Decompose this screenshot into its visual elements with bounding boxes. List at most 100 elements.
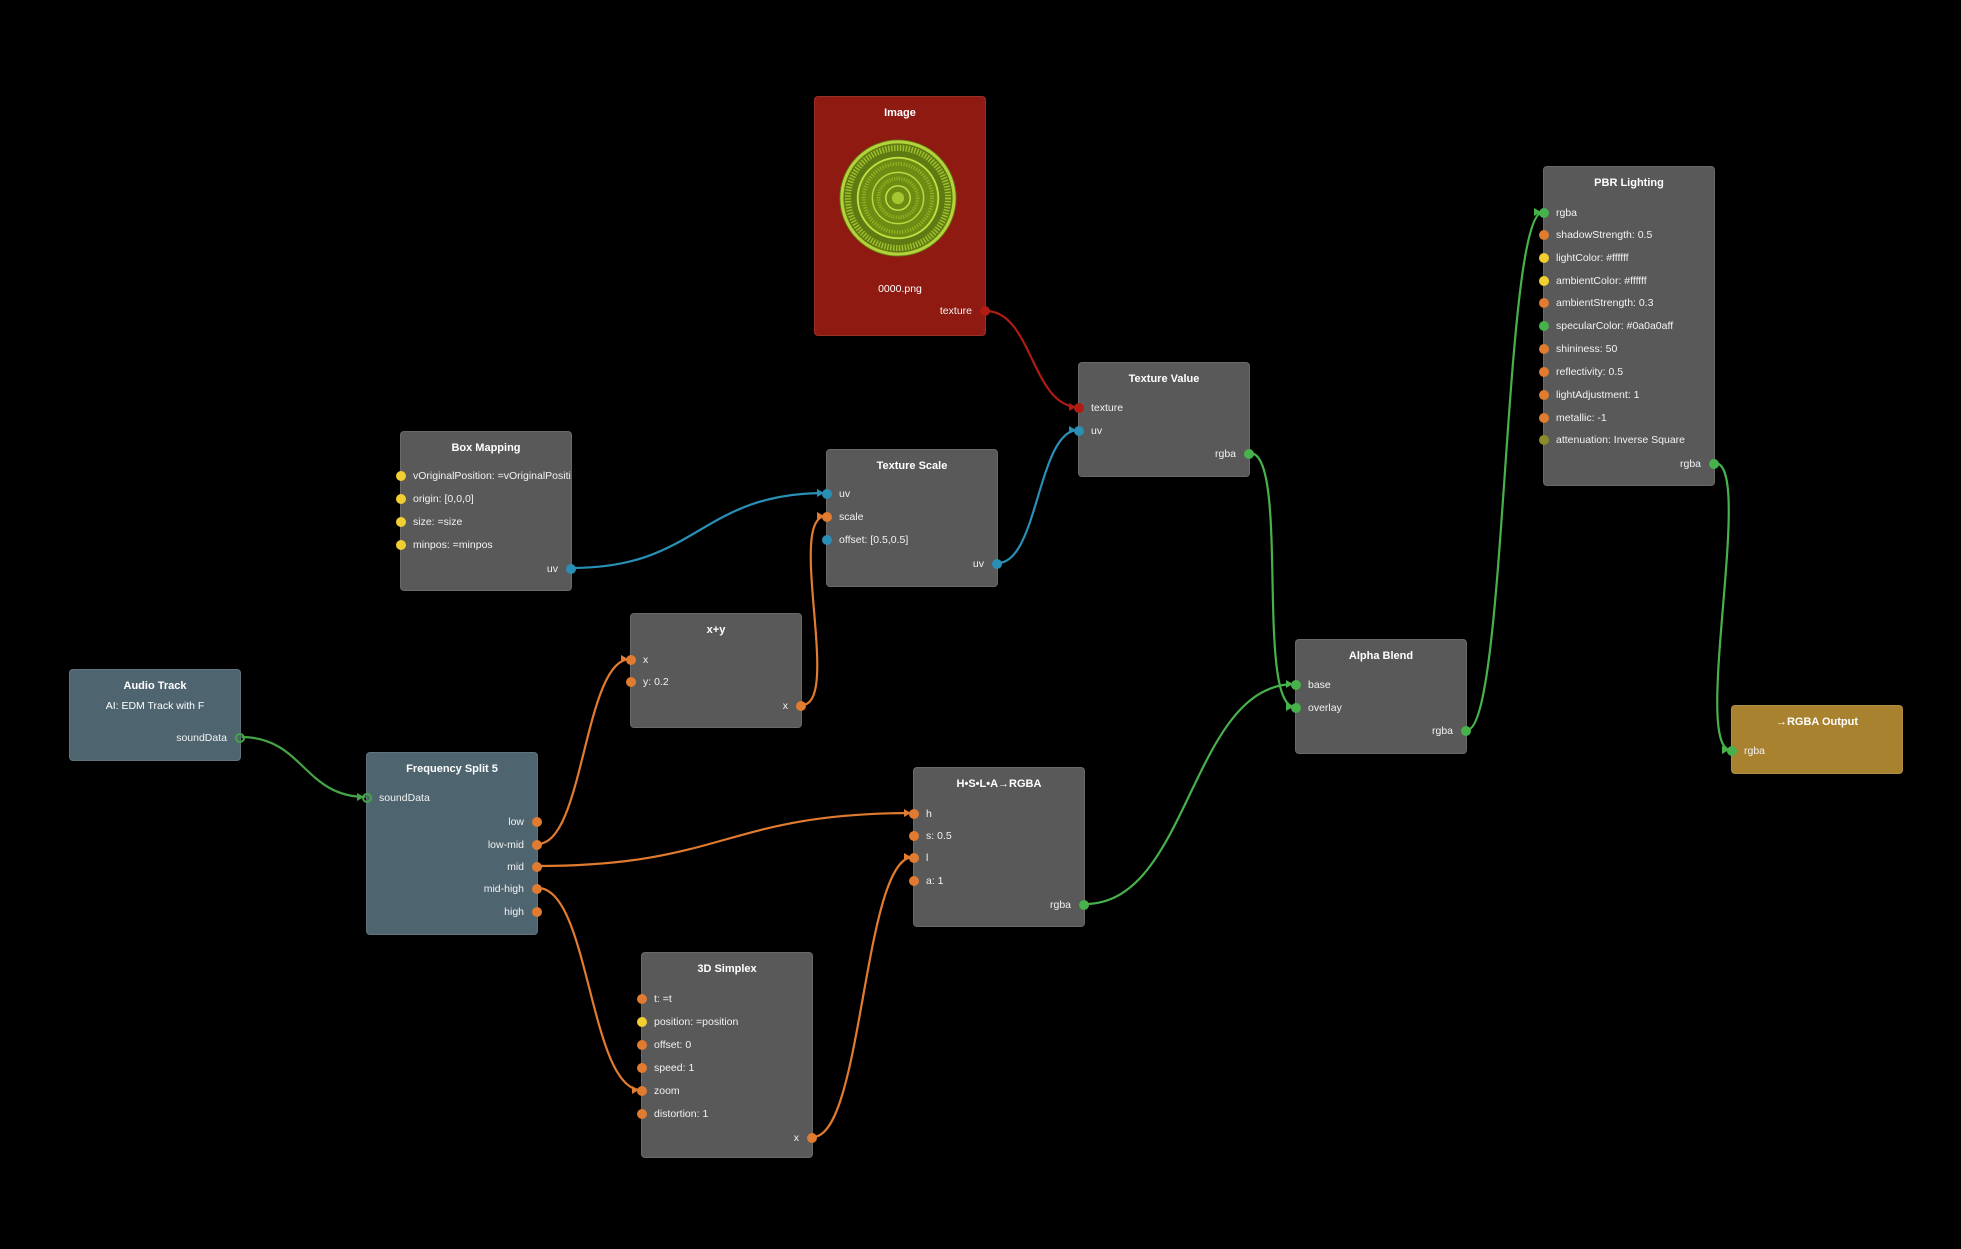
port-dot[interactable] bbox=[396, 540, 406, 550]
port-dot[interactable] bbox=[1074, 403, 1084, 413]
port-out-rgba[interactable]: rgba bbox=[1050, 897, 1089, 913]
port-dot[interactable] bbox=[1461, 726, 1471, 736]
port-in-offset[interactable]: offset: [0.5,0.5] bbox=[822, 532, 908, 548]
port-dot[interactable] bbox=[909, 876, 919, 886]
port-out-low[interactable]: low bbox=[508, 814, 542, 830]
connection-wire[interactable] bbox=[571, 491, 827, 570]
connection-wire[interactable] bbox=[537, 657, 631, 846]
port-dot[interactable] bbox=[1539, 321, 1549, 331]
port-out-low-mid[interactable]: low-mid bbox=[488, 837, 542, 853]
port-in-base[interactable]: base bbox=[1291, 677, 1331, 693]
connection-wire[interactable] bbox=[240, 735, 367, 799]
rgba-output-node[interactable]: →RGBA Output rgba bbox=[1727, 705, 1903, 774]
port-dot[interactable] bbox=[1539, 208, 1549, 218]
port-dot[interactable] bbox=[396, 517, 406, 527]
port-in-size[interactable]: size: =size bbox=[396, 514, 462, 530]
port-dot[interactable] bbox=[637, 1017, 647, 1027]
box-mapping-node[interactable]: Box Mapping vOriginalPosition: =vOrigina… bbox=[396, 431, 576, 591]
port-in-zoom[interactable]: zoom bbox=[637, 1083, 680, 1099]
port-out-rgba[interactable]: rgba bbox=[1215, 446, 1254, 462]
port-in-s[interactable]: s: 0.5 bbox=[909, 828, 952, 844]
image-node[interactable]: Image 0000.png texture bbox=[814, 96, 990, 336]
port-out-rgba[interactable]: rgba bbox=[1680, 456, 1719, 472]
port-dot[interactable] bbox=[992, 559, 1002, 569]
port-dot[interactable] bbox=[1539, 390, 1549, 400]
port-in-sounddata[interactable]: soundData bbox=[362, 790, 430, 806]
port-dot[interactable] bbox=[1539, 344, 1549, 354]
port-in-lightcolor[interactable]: lightColor: #ffffff bbox=[1539, 250, 1629, 266]
connection-wire[interactable] bbox=[812, 855, 914, 1139]
port-dot[interactable] bbox=[626, 677, 636, 687]
connection-wire[interactable] bbox=[1714, 461, 1732, 752]
port-in-scale[interactable]: scale bbox=[822, 509, 864, 525]
port-out-high[interactable]: high bbox=[504, 904, 542, 920]
port-dot[interactable] bbox=[637, 1086, 647, 1096]
port-dot[interactable] bbox=[1727, 746, 1737, 756]
connection-wire[interactable] bbox=[801, 514, 827, 707]
connection-wire[interactable] bbox=[1249, 451, 1296, 709]
port-dot[interactable] bbox=[1709, 459, 1719, 469]
port-in-ambientcolor[interactable]: ambientColor: #ffffff bbox=[1539, 273, 1647, 289]
port-dot[interactable] bbox=[532, 840, 542, 850]
port-dot[interactable] bbox=[1244, 449, 1254, 459]
port-dot[interactable] bbox=[909, 853, 919, 863]
port-dot[interactable] bbox=[566, 564, 576, 574]
port-in-h[interactable]: h bbox=[909, 806, 932, 822]
port-dot[interactable] bbox=[1539, 230, 1549, 240]
port-in-uv[interactable]: uv bbox=[822, 486, 850, 502]
port-dot[interactable] bbox=[396, 471, 406, 481]
connection-wire[interactable] bbox=[537, 811, 914, 868]
port-in-rgba[interactable]: rgba bbox=[1539, 205, 1577, 221]
port-dot[interactable] bbox=[822, 535, 832, 545]
port-out-uv[interactable]: uv bbox=[547, 561, 576, 577]
port-in-ambientstrength[interactable]: ambientStrength: 0.3 bbox=[1539, 295, 1653, 311]
port-dot[interactable] bbox=[1291, 680, 1301, 690]
port-in-minpos[interactable]: minpos: =minpos bbox=[396, 537, 493, 553]
port-dot[interactable] bbox=[626, 655, 636, 665]
port-dot[interactable] bbox=[637, 994, 647, 1004]
port-in-speed[interactable]: speed: 1 bbox=[637, 1060, 694, 1076]
port-out-sounddata[interactable]: soundData bbox=[176, 730, 245, 746]
port-dot[interactable] bbox=[1539, 276, 1549, 286]
port-in-metallic[interactable]: metallic: -1 bbox=[1539, 410, 1607, 426]
port-in-texture[interactable]: texture bbox=[1074, 400, 1123, 416]
connection-wire[interactable] bbox=[985, 309, 1079, 409]
port-dot-texture[interactable] bbox=[980, 306, 990, 316]
port-out-x[interactable]: x bbox=[794, 1130, 817, 1146]
port-dot[interactable] bbox=[532, 884, 542, 894]
port-out-rgba[interactable]: rgba bbox=[1432, 723, 1471, 739]
port-out-mid-high[interactable]: mid-high bbox=[484, 881, 542, 897]
port-dot[interactable] bbox=[909, 809, 919, 819]
hsla-to-rgba-node[interactable]: H•S•L•A→RGBA h s: 0.5 l a: 1 rgba bbox=[909, 767, 1089, 927]
port-in-y[interactable]: y: 0.2 bbox=[626, 674, 669, 690]
port-dot[interactable] bbox=[807, 1133, 817, 1143]
port-dot[interactable] bbox=[396, 494, 406, 504]
connection-wire[interactable] bbox=[1084, 682, 1296, 906]
port-dot[interactable] bbox=[1074, 426, 1084, 436]
port-in-reflectivity[interactable]: reflectivity: 0.5 bbox=[1539, 364, 1623, 380]
port-in-overlay[interactable]: overlay bbox=[1291, 700, 1342, 716]
port-dot[interactable] bbox=[532, 862, 542, 872]
3d-simplex-node[interactable]: 3D Simplex t: =t position: =position off… bbox=[637, 952, 817, 1158]
port-in-shininess[interactable]: shininess: 50 bbox=[1539, 341, 1617, 357]
texture-value-node[interactable]: Texture Value texture uv rgba bbox=[1074, 362, 1254, 477]
port-in-l[interactable]: l bbox=[909, 850, 928, 866]
port-in-a[interactable]: a: 1 bbox=[909, 873, 944, 889]
connection-wire[interactable] bbox=[537, 886, 642, 1092]
audio-track-node[interactable]: Audio Track AI: EDM Track with F soundDa… bbox=[69, 669, 245, 761]
port-dot[interactable] bbox=[637, 1109, 647, 1119]
port-in-specularcolor[interactable]: specularColor: #0a0a0aff bbox=[1539, 318, 1673, 334]
port-dot[interactable] bbox=[1539, 298, 1549, 308]
port-dot[interactable] bbox=[822, 512, 832, 522]
x-plus-y-node[interactable]: x+y x y: 0.2 x bbox=[626, 613, 806, 728]
port-in-t[interactable]: t: =t bbox=[637, 991, 672, 1007]
port-dot[interactable] bbox=[235, 733, 245, 743]
port-in-offset[interactable]: offset: 0 bbox=[637, 1037, 691, 1053]
alpha-blend-node[interactable]: Alpha Blend base overlay rgba bbox=[1291, 639, 1471, 754]
port-out-uv[interactable]: uv bbox=[973, 556, 1002, 572]
port-dot[interactable] bbox=[1539, 367, 1549, 377]
port-dot[interactable] bbox=[1539, 253, 1549, 263]
port-dot[interactable] bbox=[1539, 435, 1549, 445]
port-out-x[interactable]: x bbox=[783, 698, 806, 714]
